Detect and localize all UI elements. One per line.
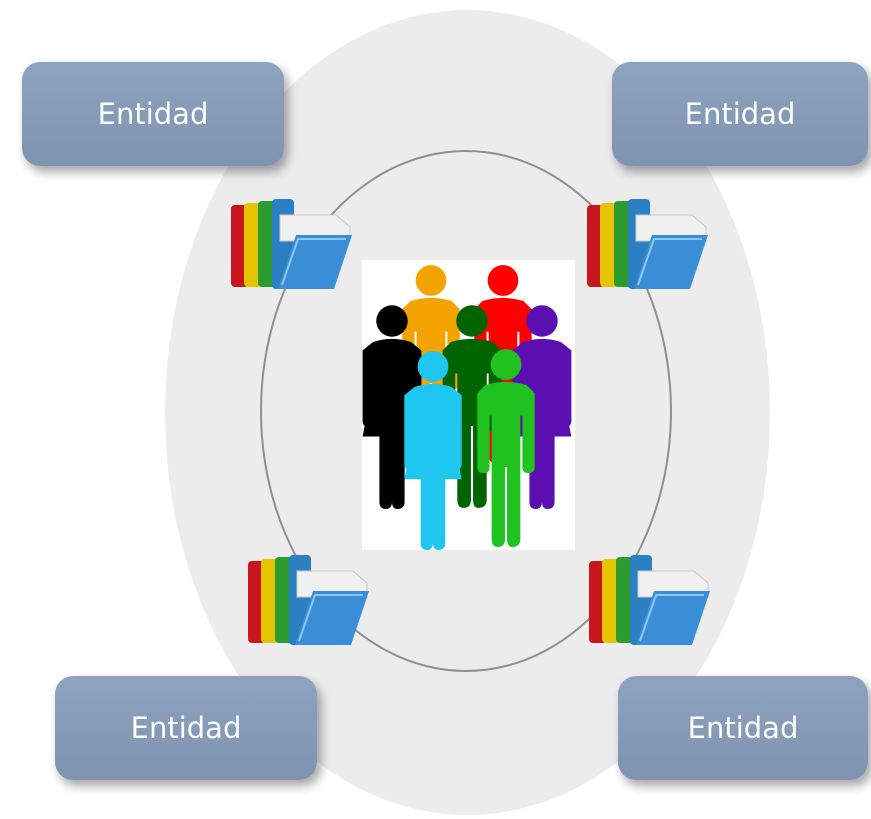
entity-label: Entidad: [130, 711, 242, 745]
entity-box-top-left: Entidad: [22, 62, 284, 166]
folder-binders-icon: [245, 553, 370, 648]
people-group-icon: [362, 260, 575, 550]
entity-label: Entidad: [97, 97, 209, 131]
entity-label: Entidad: [687, 711, 799, 745]
entity-box-top-right: Entidad: [612, 62, 868, 166]
entity-label: Entidad: [684, 97, 796, 131]
inner-ring: [260, 150, 672, 672]
entity-box-bottom-left: Entidad: [55, 676, 317, 780]
entity-box-bottom-right: Entidad: [618, 676, 868, 780]
folder-binders-icon: [228, 197, 353, 292]
folder-binders-icon: [586, 553, 711, 648]
folder-binders-icon: [584, 197, 709, 292]
